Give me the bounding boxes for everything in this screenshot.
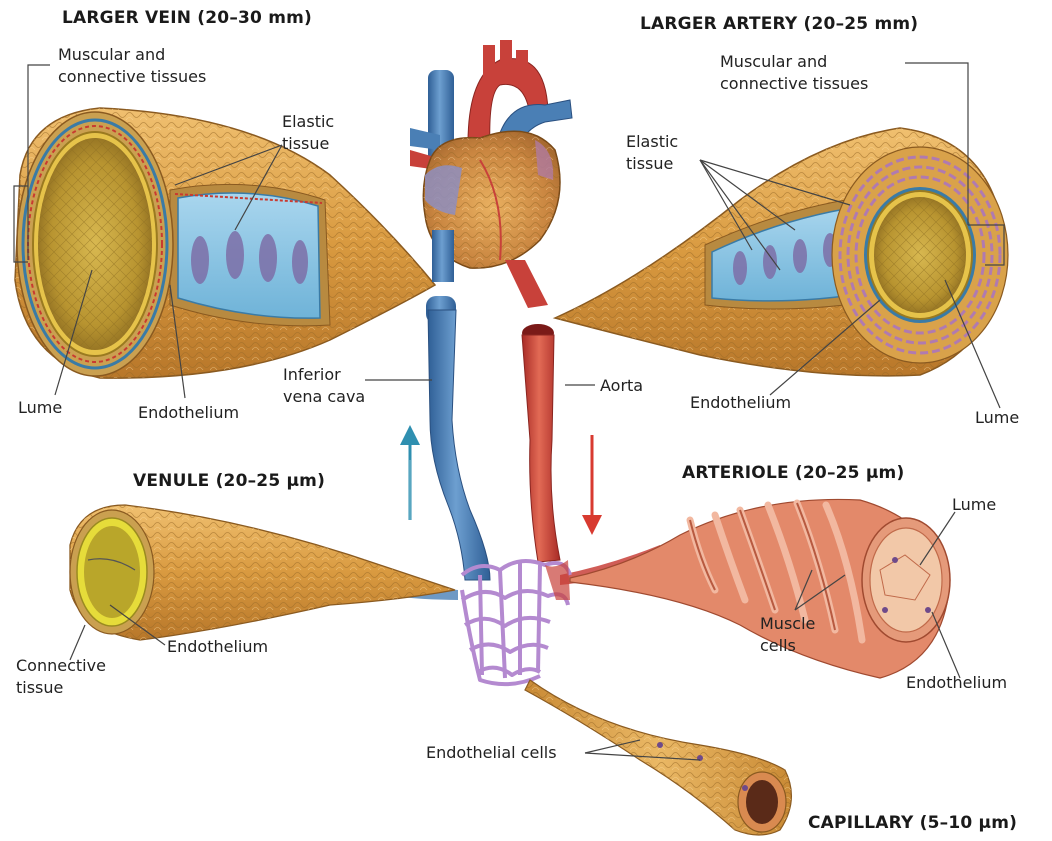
vein-elastic-label-line1: Elastic xyxy=(282,112,334,132)
artery-elastic-label-line1: Elastic xyxy=(626,132,678,152)
title-larger-artery: LARGER ARTERY (20–25 mm) xyxy=(640,14,918,34)
artery-muscular-label-line2: connective tissues xyxy=(720,74,868,94)
upward-flow-arrow xyxy=(400,425,420,520)
arteriole-endothelium-label: Endothelium xyxy=(906,673,1007,693)
inferior-vena-cava-label-line1: Inferior xyxy=(283,365,341,385)
arteriole-lume-label: Lume xyxy=(952,495,996,515)
vein-muscular-label-line2: connective tissues xyxy=(58,67,206,87)
title-larger-vein: LARGER VEIN (20–30 mm) xyxy=(62,8,312,28)
venule-illustration xyxy=(70,505,455,640)
title-venule: VENULE (20–25 µm) xyxy=(133,471,325,491)
artery-elastic-label-line2: tissue xyxy=(626,154,673,174)
title-arteriole: ARTERIOLE (20–25 µm) xyxy=(682,463,904,483)
artery-lume-label: Lume xyxy=(975,408,1019,428)
capillary-endothelial-cells-label: Endothelial cells xyxy=(426,743,557,763)
venule-connective-label-line2: tissue xyxy=(16,678,63,698)
downward-flow-arrow xyxy=(582,435,602,535)
venule-connective-label-line1: Connective xyxy=(16,656,106,676)
aorta-vessel xyxy=(522,324,560,562)
vein-muscular-label-line1: Muscular and xyxy=(58,45,165,65)
artery-endothelium-label: Endothelium xyxy=(690,393,791,413)
arteriole-muscle-label-line2: cells xyxy=(760,636,796,656)
heart-illustration xyxy=(410,40,572,308)
larger-artery-illustration xyxy=(555,128,1008,376)
vein-endothelium-label: Endothelium xyxy=(138,403,239,423)
inferior-vena-cava-vessel xyxy=(426,296,490,580)
larger-vein-illustration xyxy=(15,108,435,378)
arteriole-muscle-label-line1: Muscle xyxy=(760,614,815,634)
vein-elastic-label-line2: tissue xyxy=(282,134,329,154)
inferior-vena-cava-label-line2: vena cava xyxy=(283,387,365,407)
aorta-label: Aorta xyxy=(600,376,643,396)
vein-lume-label: Lume xyxy=(18,398,62,418)
title-capillary: CAPILLARY (5–10 µm) xyxy=(808,813,1017,833)
artery-muscular-label-line1: Muscular and xyxy=(720,52,827,72)
venule-endothelium-label: Endothelium xyxy=(167,637,268,657)
